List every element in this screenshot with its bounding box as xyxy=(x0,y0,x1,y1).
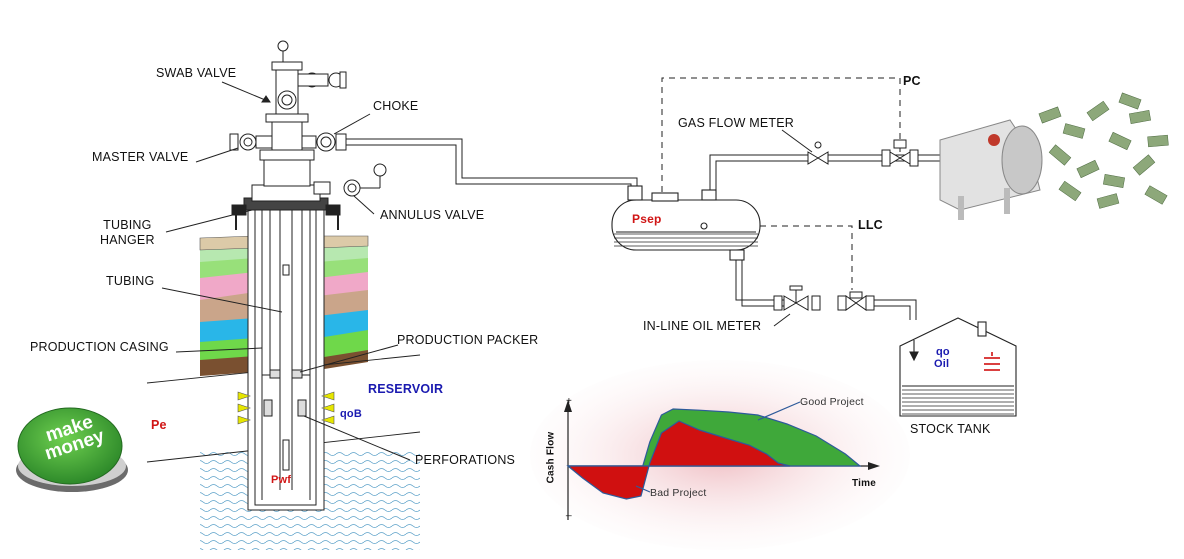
bad-project-area xyxy=(566,420,791,500)
oil-label: Oil xyxy=(934,358,950,370)
perforation-arrows xyxy=(237,391,335,425)
y-axis-plus: + xyxy=(566,396,573,407)
reservoir-label: RESERVOIR xyxy=(368,382,444,396)
tubing-hanger-label: TUBING HANGER xyxy=(100,218,155,247)
y-axis-minus: _ xyxy=(566,506,572,517)
qob-label: qoB xyxy=(340,408,362,420)
gas-flow-meter-label: GAS FLOW METER xyxy=(678,116,795,130)
stock-tank xyxy=(899,317,1017,417)
money-pipeline-icon xyxy=(939,92,1169,220)
pwf-label: Pwf xyxy=(271,474,292,486)
x-axis-label: Time xyxy=(852,478,876,489)
annulus-valve-label: ANNULUS VALVE xyxy=(380,208,485,222)
strata xyxy=(199,235,369,376)
llc-label: LLC xyxy=(858,218,883,232)
control-lines xyxy=(661,77,901,290)
separator xyxy=(611,185,761,261)
make-money-badge xyxy=(16,407,128,492)
choke-label: CHOKE xyxy=(373,99,419,113)
tubing-label: TUBING xyxy=(106,274,155,288)
swab-valve-label: SWAB VALVE xyxy=(156,66,237,80)
master-valve-label: MASTER VALVE xyxy=(92,150,189,164)
psep-label: Psep xyxy=(632,212,662,226)
stock-tank-label: STOCK TANK xyxy=(910,422,991,436)
qo-label: qo xyxy=(936,346,950,358)
perforations-label: PERFORATIONS xyxy=(415,453,516,467)
pc-label: PC xyxy=(903,74,921,88)
wellbore xyxy=(231,184,341,511)
good-project-legend: Good Project xyxy=(800,396,864,408)
gas-line-valves xyxy=(807,139,919,167)
pe-label: Pe xyxy=(151,418,167,432)
y-axis-label: Cash Flow xyxy=(545,431,557,484)
production-casing-label: PRODUCTION CASING xyxy=(30,340,169,354)
production-packer-label: PRODUCTION PACKER xyxy=(397,333,539,347)
leader-lines xyxy=(161,81,813,461)
bad-project-legend: Bad Project xyxy=(650,487,707,499)
christmas-tree xyxy=(229,40,387,197)
cash-flow-chart xyxy=(530,360,910,550)
inline-oil-meter-label: IN-LINE OIL METER xyxy=(643,319,762,333)
oil-line-valves xyxy=(773,285,875,311)
